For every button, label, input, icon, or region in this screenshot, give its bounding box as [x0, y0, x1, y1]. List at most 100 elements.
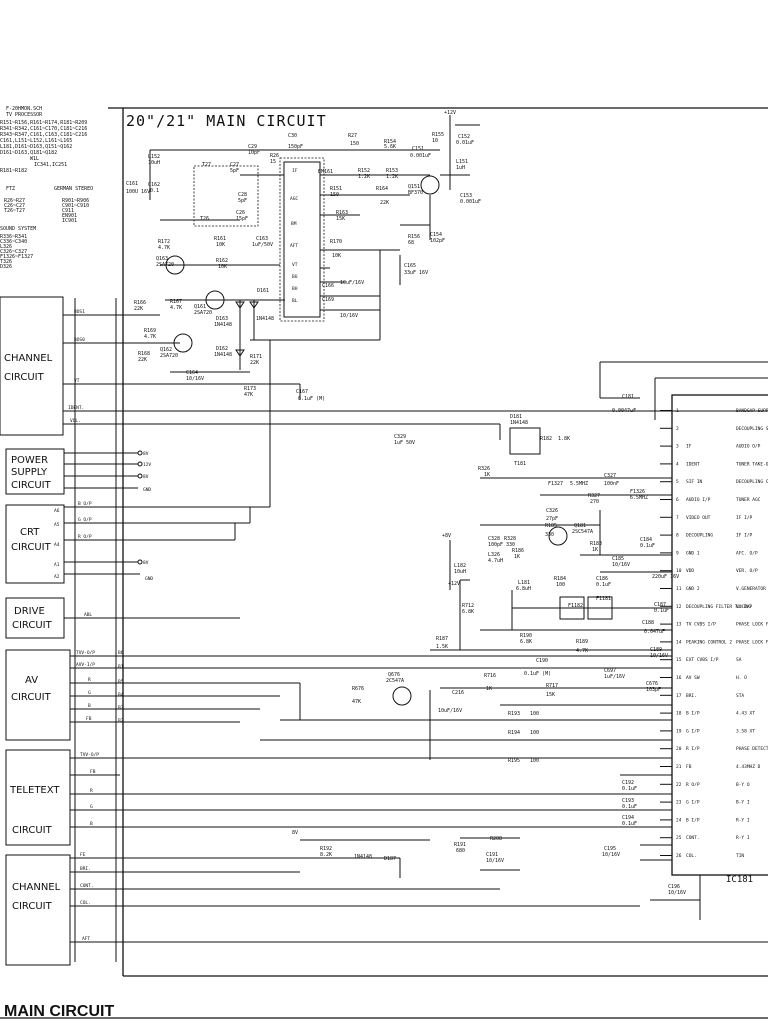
svg-text:BRI.: BRI.	[80, 866, 91, 872]
svg-text:0.1uF: 0.1uF	[622, 821, 637, 827]
svg-text:0.001uF: 0.001uF	[410, 153, 431, 159]
svg-text:C911: C911	[62, 208, 74, 214]
svg-text:C153: C153	[460, 193, 472, 199]
ic-pin-number: 23	[676, 800, 682, 806]
svg-text:C195: C195	[604, 846, 616, 852]
svg-text:AV: AV	[25, 675, 38, 686]
svg-text:FB: FB	[86, 716, 92, 722]
ic-pin-number: 3	[676, 444, 679, 450]
svg-text:10/16V: 10/16V	[186, 376, 204, 382]
svg-text:B: B	[88, 703, 91, 709]
svg-text:R183: R183	[590, 541, 602, 547]
svg-text:BOS1: BOS1	[74, 309, 85, 315]
svg-text:Q161: Q161	[194, 304, 206, 310]
ic-pin-name: AUDIO I/P	[686, 497, 711, 503]
svg-text:C191: C191	[486, 852, 498, 858]
svg-text:CHANNEL: CHANNEL	[12, 882, 61, 893]
svg-text:330: 330	[545, 532, 554, 538]
ic-pin-name: AV SW	[686, 675, 700, 681]
power-signals: 8V 12V 8V GND	[64, 450, 151, 493]
svg-text:22K: 22K	[134, 306, 143, 312]
svg-text:270: 270	[590, 499, 599, 505]
svg-text:6.5MHZ: 6.5MHZ	[630, 495, 648, 501]
svg-text:VOL.: VOL.	[70, 418, 81, 424]
svg-text:C196: C196	[668, 884, 680, 890]
ic-pin-name: R I/P	[686, 746, 700, 752]
svg-text:5pF: 5pF	[230, 168, 239, 174]
svg-text:100: 100	[530, 730, 539, 736]
svg-text:L326: L326	[0, 244, 12, 250]
svg-text:BOS0: BOS0	[74, 337, 85, 343]
ic-pin-function: AUDIO O/P	[736, 444, 761, 450]
svg-text:0.01uF: 0.01uF	[456, 140, 474, 146]
svg-text:C26: C26	[236, 210, 245, 216]
svg-text:C184: C184	[640, 537, 652, 543]
svg-text:R328: R328	[504, 536, 516, 542]
svg-text:6.8K: 6.8K	[520, 639, 532, 645]
ic-pin-number: 6	[676, 497, 679, 503]
svg-text:C26~C27: C26~C27	[4, 203, 25, 209]
svg-text:R O/P: R O/P	[78, 534, 92, 540]
svg-text:L151: L151	[456, 159, 468, 165]
svg-text:5.5MHZ: 5.5MHZ	[570, 481, 588, 487]
page-title: 20"/21" MAIN CIRCUIT	[126, 112, 327, 130]
ic-pin-number: 26	[676, 853, 682, 859]
svg-text:C181: C181	[622, 394, 634, 400]
ic-pin-function: DECOUPLING SOUND DEMODULATOR	[736, 426, 768, 432]
svg-text:1.2K: 1.2K	[386, 174, 398, 180]
svg-text:R189: R189	[576, 639, 588, 645]
svg-text:5pF: 5pF	[238, 198, 247, 204]
ic-pin-number: 15	[676, 657, 682, 663]
crt-signals: B O/P G O/P R O/P 8V GND A6 A5 A4 A1 A2	[54, 501, 270, 582]
svg-text:0.1uF (M): 0.1uF (M)	[524, 671, 551, 677]
svg-text:AVV-I/P: AVV-I/P	[76, 662, 95, 668]
ic-pin-function: PHASE DETECT	[736, 746, 768, 752]
svg-text:8V: 8V	[143, 451, 149, 457]
svg-text:BM: BM	[291, 221, 297, 227]
ic-pin-number: 8	[676, 533, 679, 539]
ic-pin-number: 5	[676, 479, 679, 485]
ic-pin-number: 12	[676, 604, 682, 610]
svg-text:1uF/16V: 1uF/16V	[604, 674, 625, 680]
svg-text:8V: 8V	[143, 474, 149, 480]
ic-pin-number: 1	[676, 408, 679, 414]
svg-text:D181: D181	[510, 414, 522, 420]
svg-text:R326: R326	[478, 466, 490, 472]
ic-pin-function: BANDGAP SUPPLY	[736, 408, 768, 414]
svg-text:R717: R717	[546, 683, 558, 689]
svg-text:R171: R171	[250, 354, 262, 360]
ic-pin-function: H. O	[736, 675, 747, 681]
svg-text:C29: C29	[248, 144, 257, 150]
svg-text:EN901: EN901	[62, 213, 77, 219]
svg-text:COL.: COL.	[80, 900, 91, 906]
svg-text:4.7K: 4.7K	[144, 334, 156, 340]
svg-text:R27: R27	[348, 133, 357, 139]
svg-text:1K: 1K	[592, 547, 598, 553]
ic-pin-number: 9	[676, 550, 679, 556]
svg-text:15: 15	[270, 159, 276, 165]
svg-text:103pF: 103pF	[646, 687, 661, 693]
svg-text:+12V: +12V	[448, 581, 460, 587]
ic-pin-function: TUNER AGC	[736, 497, 761, 503]
ic-pin-name: B I/P	[686, 817, 700, 823]
svg-text:D163: D163	[216, 316, 228, 322]
ic-pin-number: 21	[676, 764, 682, 770]
svg-text:R676: R676	[352, 686, 364, 692]
ic-pin-number: 7	[676, 515, 679, 521]
svg-text:R164: R164	[376, 186, 388, 192]
svg-text:R166: R166	[134, 300, 146, 306]
svg-text:C152: C152	[458, 134, 470, 140]
ic-pin-name: DECOUPLING FILTER TUNING	[686, 604, 751, 610]
svg-text:C190: C190	[536, 658, 548, 664]
svg-text:8V: 8V	[292, 830, 298, 836]
svg-text:4.7uH: 4.7uH	[488, 558, 503, 564]
svg-text:R152: R152	[358, 168, 370, 174]
svg-text:R185: R185	[545, 523, 557, 529]
ic-pin-name: GND 1	[686, 550, 700, 556]
ic-pin-name: VIDEO OUT	[686, 515, 711, 521]
svg-text:R169: R169	[144, 328, 156, 334]
svg-text:10uH: 10uH	[454, 569, 466, 575]
ic-pin-name: TV CVBS I/P	[686, 622, 716, 628]
